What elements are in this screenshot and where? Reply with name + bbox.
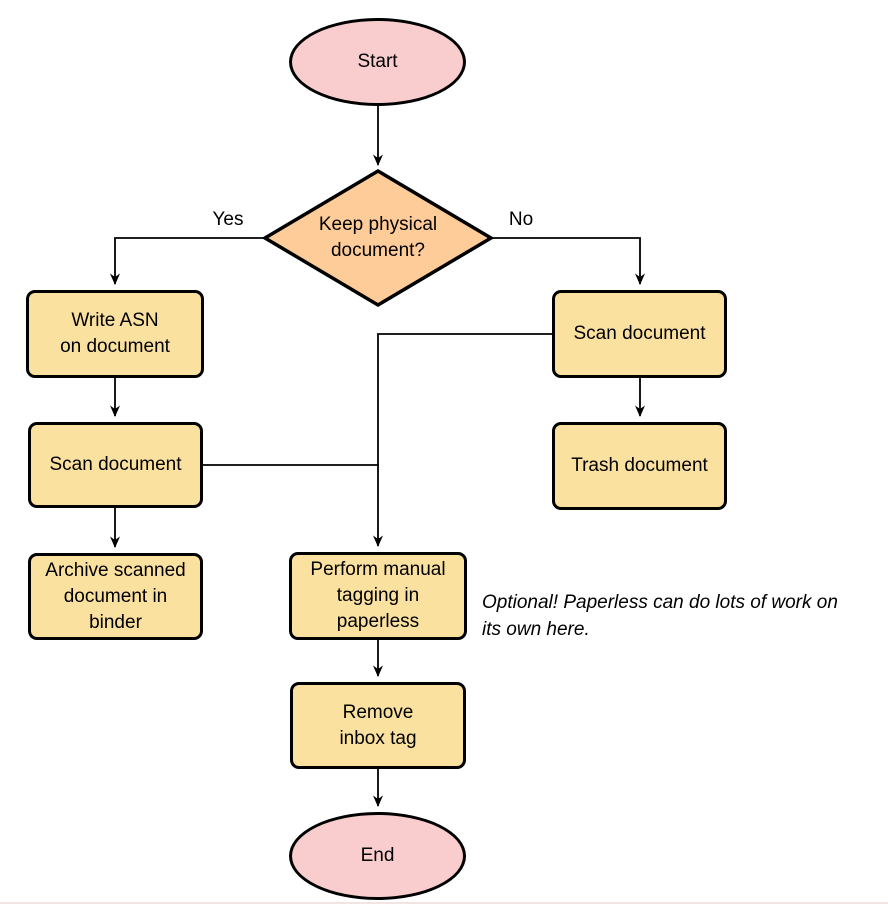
node-start: Start	[289, 18, 466, 106]
node-trash-document: Trash document	[552, 422, 727, 510]
node-manual-tagging: Perform manual tagging in paperless	[289, 552, 467, 640]
edge-decision-no-to-scan-right	[491, 237, 645, 285]
node-scan-document-right: Scan document	[552, 290, 727, 378]
annotation-note: Optional! Paperless can do lots of work …	[482, 592, 838, 640]
edge-label-yes: Yes	[212, 209, 244, 230]
edge-label-no: No	[508, 209, 534, 230]
edge-decision-yes-to-write-asn	[110, 237, 265, 285]
node-decision: Keep physical document?	[318, 214, 438, 261]
node-end: End	[289, 812, 466, 900]
node-archive-in-binder: Archive scanned document in binder	[28, 553, 203, 640]
node-scan-document-left: Scan document	[28, 422, 203, 508]
bottom-rule	[0, 902, 888, 904]
node-write-asn: Write ASN on document	[26, 290, 204, 378]
edge-scan-right-to-tagging	[373, 333, 552, 547]
node-remove-inbox-tag: Remove inbox tag	[290, 682, 466, 769]
